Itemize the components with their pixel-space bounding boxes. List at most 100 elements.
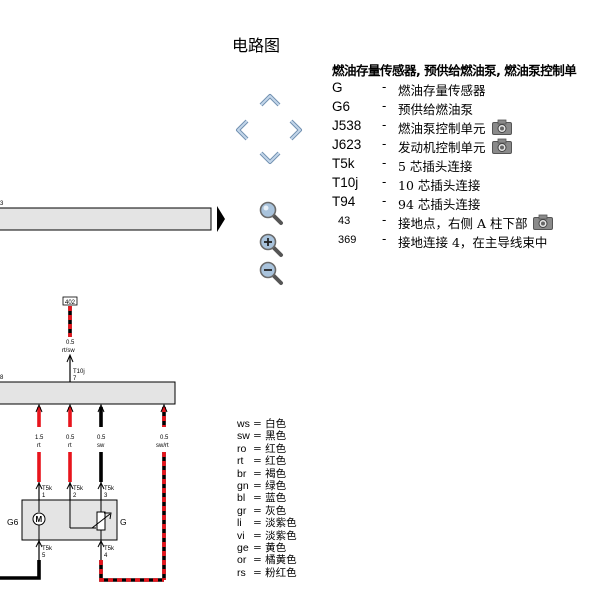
wire-color-abbr: ge — [237, 542, 249, 555]
svg-text:0.5: 0.5 — [160, 435, 169, 441]
svg-text:sw/rt: sw/rt — [156, 443, 169, 449]
svg-text:T5k: T5k — [104, 486, 115, 492]
wire-color-abbr: rs — [237, 566, 246, 579]
zoom-fit-button[interactable] — [258, 200, 284, 226]
wire-color-abbr: gn — [237, 480, 249, 493]
wire-3: 0.5 sw — [97, 403, 106, 482]
legend-dash: - — [382, 212, 387, 227]
wire-color-row: rt = 红色 — [237, 455, 297, 467]
wire-color-abbr: bl — [237, 492, 246, 505]
camera-icon[interactable] — [533, 214, 554, 230]
wire-color-eq: = — [253, 455, 262, 468]
page-title: 电路图 — [232, 36, 281, 55]
legend-dash: - — [382, 155, 387, 170]
svg-text:5: 5 — [42, 553, 46, 559]
wire-color-name: 绿色 — [265, 480, 287, 493]
svg-text:4: 4 — [104, 553, 108, 559]
magnifier-icon — [259, 201, 283, 225]
pan-right-button[interactable] — [287, 118, 305, 142]
zoom-in-icon — [259, 233, 283, 257]
svg-text:0.5: 0.5 — [97, 435, 106, 441]
camera-icon[interactable] — [491, 119, 512, 135]
camera-icon[interactable] — [491, 138, 512, 154]
wire-color-eq: = — [253, 467, 262, 480]
top-wire-color: rt/sw — [62, 348, 75, 354]
zoom-out-icon — [259, 261, 283, 285]
wire-color-name: 红色 — [265, 455, 287, 468]
legend-code: T10j — [332, 175, 359, 190]
component-g6-label: G6 — [7, 517, 19, 527]
legend-code: 369 — [338, 234, 357, 246]
svg-text:M: M — [36, 515, 43, 524]
wire-color-row: li = 淡紫色 — [237, 517, 297, 529]
wire-color-abbr: rt — [237, 455, 244, 468]
legend-description: 94 芯插头连接 — [398, 197, 481, 212]
svg-text:3: 3 — [104, 493, 108, 499]
legend-description: 发动机控制单元 — [398, 137, 512, 156]
connector-bar-t94 — [0, 207, 212, 231]
wire-color-name: 淡紫色 — [265, 517, 297, 530]
pan-up-button[interactable] — [258, 92, 282, 108]
wire-color-eq: = — [253, 517, 262, 530]
svg-text:rt: rt — [37, 443, 41, 449]
legend-code: G — [332, 80, 343, 95]
legend-description: 燃油泵控制单元 — [398, 118, 512, 137]
wire-color-eq: = — [253, 529, 262, 542]
wire-color-eq: = — [253, 418, 262, 430]
wire-color-abbr: ro — [237, 442, 247, 455]
legend-dash: - — [382, 79, 387, 94]
pan-left-button[interactable] — [233, 118, 251, 142]
wire-color-abbr: gr — [237, 504, 247, 517]
svg-text:T5k: T5k — [104, 546, 115, 552]
legend-description: 预供给燃油泵 — [398, 102, 474, 117]
legend-row: 369-接地连接 4，在主导线束中 — [332, 231, 603, 250]
wire-color-abbr: or — [237, 554, 247, 567]
wire-color-eq: = — [253, 504, 262, 517]
legend-row: 43-接地点，右侧 A 柱下部 — [332, 212, 603, 231]
top-bar-label: 3 — [0, 201, 4, 207]
wire-color-abbr: li — [237, 517, 242, 530]
wire-color-eq: = — [253, 442, 262, 455]
wire-color-name: 红色 — [265, 442, 287, 455]
wire-color-row: vi= 淡紫色 — [237, 530, 297, 542]
zoom-out-button[interactable] — [258, 260, 284, 286]
pump-symbol-icon: M — [32, 500, 46, 540]
wire-4: 0.5 sw/rt — [156, 403, 169, 580]
t10j-label: T10j — [73, 369, 85, 375]
wire-color-eq: = — [253, 542, 262, 555]
legend-dash: - — [382, 117, 387, 132]
potentiometer-symbol-icon — [69, 500, 112, 540]
wire-color-row: bl= 蓝色 — [237, 492, 297, 504]
legend-dash: - — [382, 193, 387, 208]
pan-down-button[interactable] — [258, 150, 282, 166]
wire-color-row: ws= 白色 — [237, 418, 297, 430]
svg-text:rt: rt — [68, 443, 72, 449]
svg-text:T5k: T5k — [42, 546, 53, 552]
legend-row: J538 -燃油泵控制单元 — [332, 117, 603, 136]
svg-text:2: 2 — [73, 493, 77, 499]
legend-dash: - — [382, 231, 387, 246]
wire-color-row: ro = 红色 — [237, 443, 297, 455]
svg-text:T5k: T5k — [42, 486, 53, 492]
ground-box-label: 402 — [65, 300, 76, 306]
legend-row: T94 -94 芯插头连接 — [332, 193, 603, 212]
zoom-in-button[interactable] — [258, 232, 284, 258]
wire-color-name: 蓝色 — [265, 492, 287, 505]
legend-heading: 燃油存量传感器, 预供给燃油泵, 燃油泵控制单 — [332, 63, 577, 78]
wire-color-name: 粉红色 — [265, 566, 297, 579]
t5k-pin-4: T5k 4 — [97, 539, 164, 582]
legend-code: T94 — [332, 194, 356, 209]
svg-text:0.5: 0.5 — [66, 435, 75, 441]
legend-description: 10 芯插头连接 — [398, 178, 481, 193]
legend-row: J623-发动机控制单元 — [332, 136, 603, 155]
legend-code: T5k — [332, 156, 355, 171]
ground-box — [62, 296, 78, 306]
legend-code: J538 — [332, 118, 362, 133]
legend-row: T10j-10 芯插头连接 — [332, 174, 603, 193]
svg-text:1: 1 — [42, 493, 46, 499]
top-wire-size: 0.5 — [66, 340, 75, 346]
wire-color-eq: = — [253, 566, 262, 579]
